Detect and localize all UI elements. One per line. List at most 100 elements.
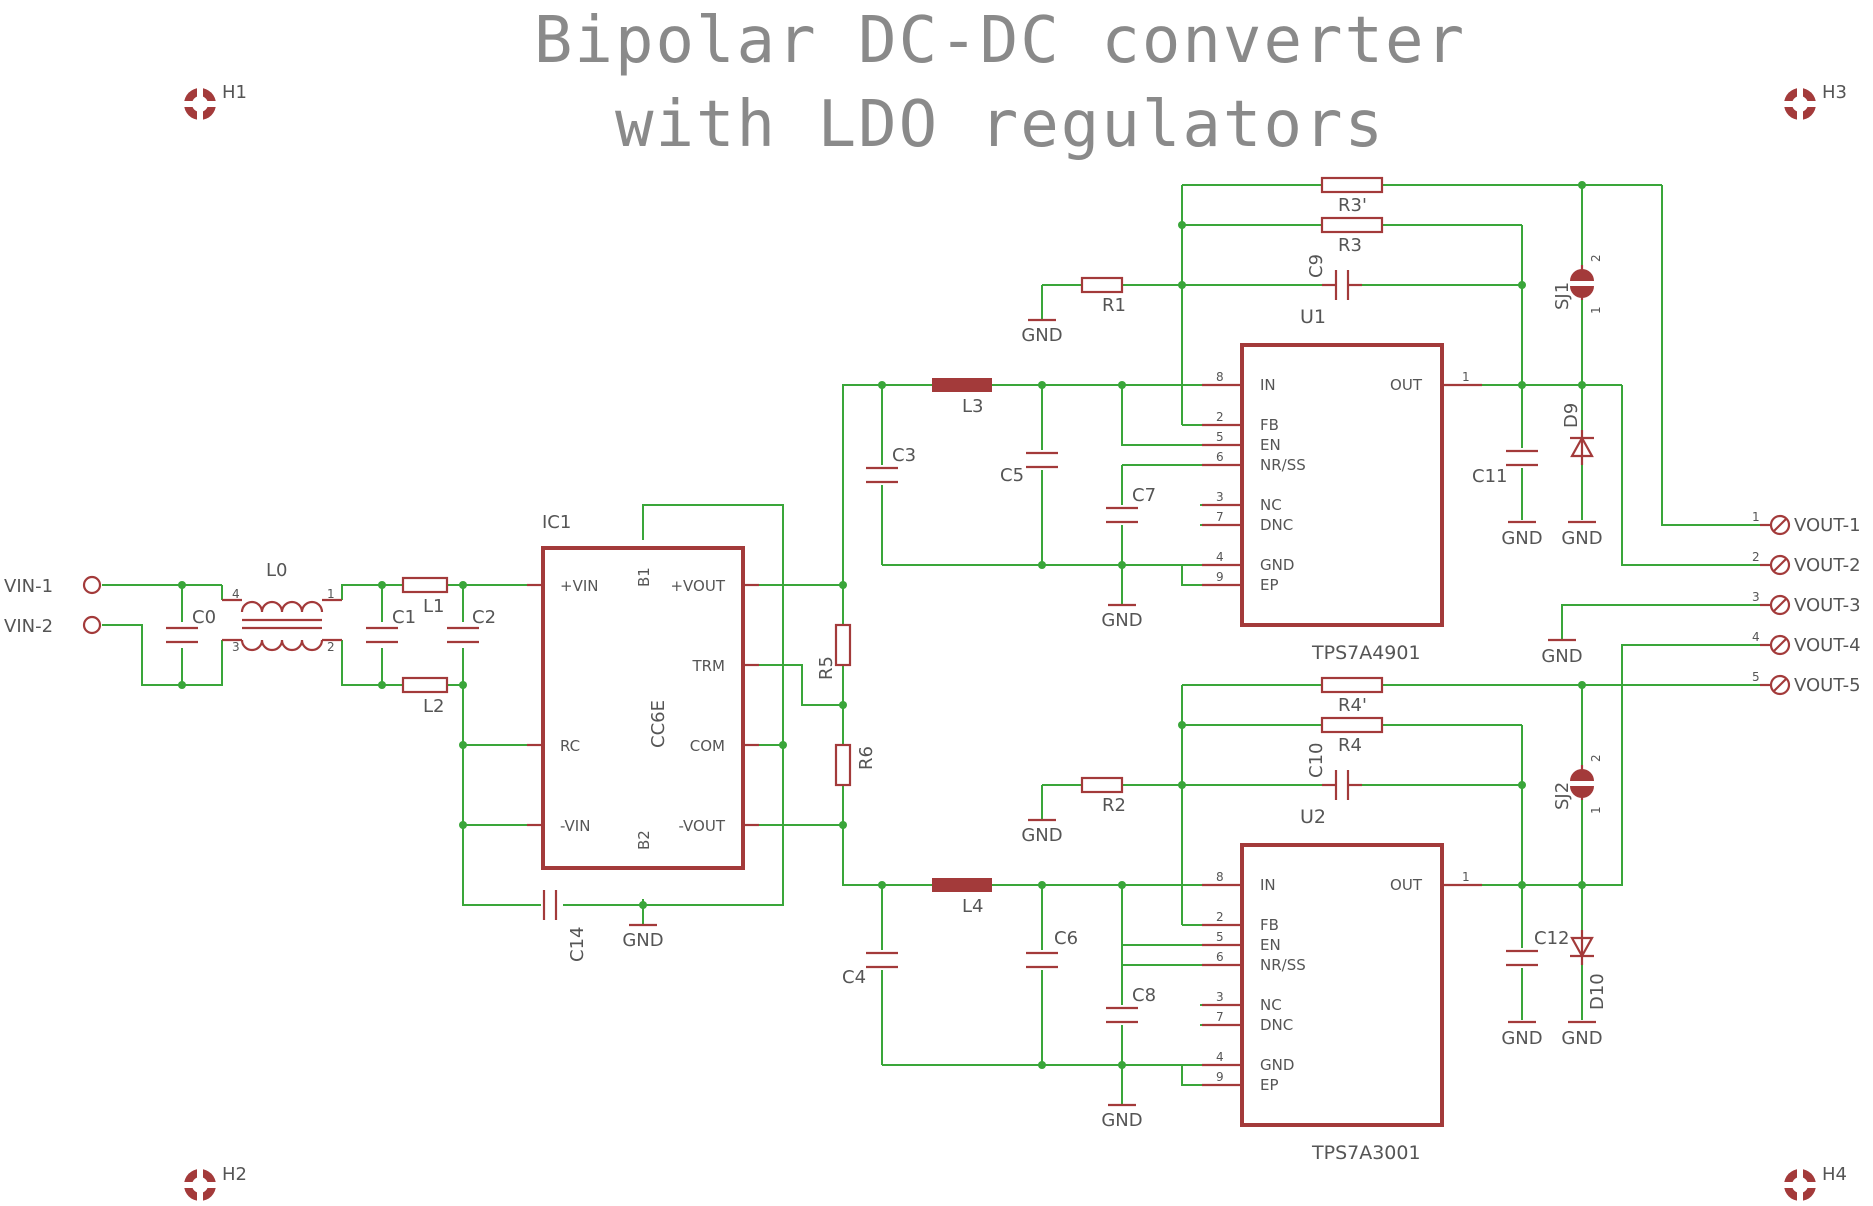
mounting-hole-h4 <box>1782 1167 1818 1203</box>
solder-jumper-sj1[interactable] <box>1570 265 1594 300</box>
resistor-r4 <box>1320 716 1384 734</box>
ic1-pin-b2: B2 <box>635 830 653 850</box>
terminal-vout-1[interactable] <box>1769 514 1791 536</box>
label-c7: C7 <box>1132 485 1156 506</box>
u1-num-8: 8 <box>1216 370 1224 384</box>
sj1-pin-2: 2 <box>1589 254 1603 262</box>
capacitor-c3 <box>866 466 898 484</box>
label-c6: C6 <box>1054 928 1078 949</box>
label-sj2: SJ2 <box>1552 782 1573 810</box>
terminal-vout-4[interactable] <box>1769 634 1791 656</box>
label-c3: C3 <box>892 445 916 466</box>
capacitor-c4 <box>866 951 898 969</box>
label-h3: H3 <box>1822 82 1847 103</box>
capacitor-c14 <box>542 890 558 920</box>
ic1-pin-vout-n: -VOUT <box>679 817 726 835</box>
u2-pin-en: EN <box>1260 936 1281 954</box>
resistor-r4-prime <box>1320 676 1384 694</box>
capacitor-c5 <box>1026 451 1058 469</box>
u2-num-7: 7 <box>1216 1010 1224 1024</box>
resistor-r3-prime <box>1320 176 1384 194</box>
u1-pin-gnd: GND <box>1260 556 1294 574</box>
u2-pin-nrss: NR/SS <box>1260 956 1306 974</box>
terminal-vout-2[interactable] <box>1769 554 1791 576</box>
u1-num-2: 2 <box>1216 410 1224 424</box>
capacitor-c0 <box>166 626 198 644</box>
u1-pin-out: OUT <box>1390 376 1423 394</box>
u1-body <box>1240 343 1444 627</box>
vout-pin-5: 5 <box>1752 670 1760 684</box>
u2-pin-fb: FB <box>1260 916 1279 934</box>
u1-pin-dnc: DNC <box>1260 516 1293 534</box>
label-d10: D10 <box>1587 973 1608 1010</box>
u2-num-5: 5 <box>1216 930 1224 944</box>
u1-pin-nrss: NR/SS <box>1260 456 1306 474</box>
u2-part: TPS7A3001 <box>1311 1142 1421 1164</box>
u1-num-7: 7 <box>1216 510 1224 524</box>
ic1-pin-trm: TRM <box>691 657 725 675</box>
label-vout-3: VOUT-3 <box>1794 595 1861 616</box>
terminal-vout-3[interactable] <box>1769 594 1791 616</box>
label-l1: L1 <box>423 596 444 617</box>
ic1-pin-b1: B1 <box>635 567 653 587</box>
vout-pin-3: 3 <box>1752 590 1760 604</box>
label-r5: R5 <box>816 656 837 680</box>
label-c10: C10 <box>1306 743 1327 778</box>
capacitor-c12 <box>1506 949 1538 967</box>
u2-pin-nc: NC <box>1260 996 1282 1014</box>
l0-pin-3: 3 <box>232 640 240 654</box>
l0-pin-1: 1 <box>327 587 335 601</box>
label-r4: R4 <box>1338 735 1362 756</box>
solder-jumper-sj2[interactable] <box>1570 765 1594 800</box>
resistor-r1 <box>1080 276 1124 294</box>
gnd-d10-label: GND <box>1561 1028 1602 1049</box>
capacitor-c9 <box>1322 270 1362 300</box>
u2-pin-gnd: GND <box>1260 1056 1294 1074</box>
label-c1: C1 <box>392 607 416 628</box>
vout-pin-1: 1 <box>1752 510 1760 524</box>
u1-pin-in: IN <box>1260 376 1276 394</box>
gnd-r1-label: GND <box>1021 325 1062 346</box>
label-l4: L4 <box>962 896 983 917</box>
gnd-vout-3-label: GND <box>1541 646 1582 667</box>
ic1-pin-vin-n: -VIN <box>560 817 590 835</box>
vout-pin-4: 4 <box>1752 630 1760 644</box>
label-c14: C14 <box>567 927 588 962</box>
gnd-u2-caps-label: GND <box>1101 1110 1142 1131</box>
terminal-vout-5[interactable] <box>1769 674 1791 696</box>
label-l2: L2 <box>423 696 444 717</box>
gnd-r2-label: GND <box>1021 825 1062 846</box>
u1-pin-ep: EP <box>1260 576 1279 594</box>
inductor-l3 <box>932 378 992 392</box>
ic1-pin-com: COM <box>690 737 725 755</box>
label-c12: C12 <box>1534 928 1569 949</box>
label-c0: C0 <box>192 607 216 628</box>
resistor-r2 <box>1080 776 1124 794</box>
inductor-l4 <box>932 878 992 892</box>
resistor-r3 <box>1320 216 1384 234</box>
u2-pin-in: IN <box>1260 876 1276 894</box>
u1-num-9: 9 <box>1216 570 1224 584</box>
l0-pin-2: 2 <box>327 640 335 654</box>
u2-num-1: 1 <box>1462 870 1470 884</box>
diode-d10 <box>1570 930 1594 965</box>
terminal-vin-1[interactable] <box>82 575 102 595</box>
vout-pin-2: 2 <box>1752 550 1760 564</box>
label-vout-5: VOUT-5 <box>1794 675 1861 696</box>
gnd-u1-caps-label: GND <box>1101 610 1142 631</box>
capacitor-c7 <box>1106 506 1138 524</box>
mounting-hole-h3 <box>1782 86 1818 122</box>
u2-pin-dnc: DNC <box>1260 1016 1293 1034</box>
label-r4-prime: R4' <box>1338 695 1367 716</box>
label-c5: C5 <box>1000 465 1024 486</box>
ic1-pin-vin-p: +VIN <box>560 577 598 595</box>
ic1-body <box>541 546 745 870</box>
u2-num-8: 8 <box>1216 870 1224 884</box>
u1-num-3: 3 <box>1216 490 1224 504</box>
terminal-vin-2[interactable] <box>82 615 102 635</box>
u2-num-2: 2 <box>1216 910 1224 924</box>
label-vout-2: VOUT-2 <box>1794 555 1861 576</box>
u1-pin-en: EN <box>1260 436 1281 454</box>
u2-pin-out: OUT <box>1390 876 1423 894</box>
